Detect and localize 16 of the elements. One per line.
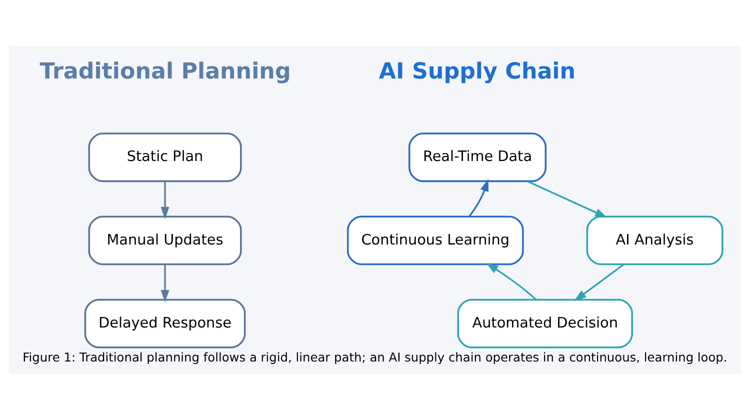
label: AI Supply Chain [378, 58, 576, 84]
arrow [527, 180, 608, 218]
arrow [486, 262, 537, 300]
node-box: Delayed Response [84, 298, 246, 348]
node-box: Real-Time Data [408, 132, 547, 182]
label: Traditional Planning [40, 58, 291, 84]
node-box: Manual Updates [88, 215, 242, 265]
node-box: Static Plan [88, 132, 242, 182]
node-box: Continuous Learning [346, 215, 524, 265]
arrow [468, 178, 488, 217]
node-box: AI Analysis [586, 215, 724, 265]
arrow [160, 180, 170, 219]
caption: Figure 1: Traditional planning follows a rigid, linear path; an AI supply chain operates in a continuous, learning loop. [22, 350, 728, 364]
node-box: Automated Decision [457, 298, 633, 348]
arrow [160, 264, 170, 302]
arrow [574, 263, 624, 301]
